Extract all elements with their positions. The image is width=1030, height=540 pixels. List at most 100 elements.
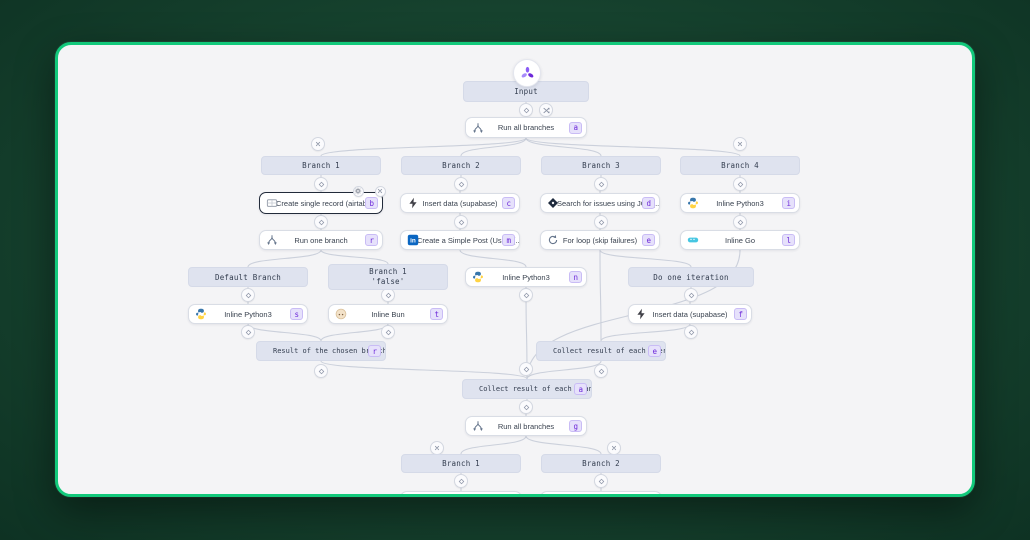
flow-edge xyxy=(525,137,741,157)
insert-step-button[interactable] xyxy=(314,364,328,378)
insert-step-button[interactable] xyxy=(594,177,608,191)
diamond-icon xyxy=(522,291,531,300)
remove-branch-button[interactable] xyxy=(430,441,444,455)
flow-edge xyxy=(460,137,527,157)
node-false-h[interactable]: Branch 1'false' xyxy=(328,264,448,290)
insert-step-button[interactable] xyxy=(519,103,533,117)
node-branch3-h[interactable]: Branch 3 xyxy=(541,156,661,175)
step-id-badge: a xyxy=(574,383,587,395)
node-settings-button[interactable] xyxy=(352,185,364,197)
node-airtable[interactable]: Create single record (airtable)b xyxy=(259,192,383,214)
node-supabase-f[interactable]: Insert data (supabase)f xyxy=(628,304,752,324)
insert-step-button[interactable] xyxy=(381,325,395,339)
remove-branch-button[interactable] xyxy=(607,441,621,455)
diamond-icon xyxy=(522,403,531,412)
svg-text:in: in xyxy=(410,238,416,245)
insert-step-button[interactable] xyxy=(454,215,468,229)
insert-step-button[interactable] xyxy=(381,288,395,302)
insert-step-button[interactable] xyxy=(241,288,255,302)
node-label: Inline Python3 xyxy=(224,309,272,319)
node-stub2[interactable] xyxy=(540,491,662,494)
insert-step-button[interactable] xyxy=(241,325,255,339)
node-stub1[interactable] xyxy=(400,491,522,494)
node-label: Collect result of each iterat xyxy=(553,347,665,355)
node-label: Default Branch xyxy=(214,272,281,282)
node-label: For loop (skip failures) xyxy=(562,235,638,245)
node-run-all-g[interactable]: Run all branches g xyxy=(465,416,587,436)
insert-step-button[interactable] xyxy=(519,288,533,302)
insert-step-button[interactable] xyxy=(684,325,698,339)
diamond-icon xyxy=(522,365,531,374)
flow-edge xyxy=(525,435,602,455)
node-jql[interactable]: Search for issues using JQL (...d xyxy=(540,193,660,213)
insert-step-button[interactable] xyxy=(684,288,698,302)
close-icon xyxy=(376,187,384,195)
insert-step-button[interactable] xyxy=(594,215,608,229)
flow-edge xyxy=(525,137,602,157)
step-id-badge: g xyxy=(569,420,582,432)
windmill-logo xyxy=(520,66,535,81)
node-label: Branch 4 xyxy=(721,161,759,170)
flow-edge xyxy=(320,249,389,265)
dataflow-toggle-button[interactable] xyxy=(539,103,553,117)
diamond-icon xyxy=(736,218,745,227)
node-bbranch1-h[interactable]: Branch 1 xyxy=(401,454,521,473)
supabase-bolt-icon xyxy=(407,197,419,209)
insert-step-button[interactable] xyxy=(733,215,747,229)
diamond-icon xyxy=(597,180,606,189)
insert-step-button[interactable] xyxy=(519,400,533,414)
node-label: Run all branches xyxy=(497,421,555,431)
node-do-one-h[interactable]: Do one iteration xyxy=(628,267,754,287)
step-id-badge: r xyxy=(365,234,378,246)
node-bbranch2-h[interactable]: Branch 2 xyxy=(541,454,661,473)
diamond-icon xyxy=(317,180,326,189)
node-branch1-h[interactable]: Branch 1 xyxy=(261,156,381,175)
insert-step-button[interactable] xyxy=(454,474,468,488)
insert-step-button[interactable] xyxy=(594,474,608,488)
insert-step-button[interactable] xyxy=(594,364,608,378)
python-icon xyxy=(687,197,699,209)
node-branch2-h[interactable]: Branch 2 xyxy=(401,156,521,175)
insert-step-button[interactable] xyxy=(314,177,328,191)
diamond-icon xyxy=(522,106,531,115)
insert-step-button[interactable] xyxy=(454,177,468,191)
node-forloop[interactable]: For loop (skip failures)e xyxy=(540,230,660,250)
diamond-icon xyxy=(687,291,696,300)
node-label: Inline Python3 xyxy=(502,272,550,282)
step-id-badge: f xyxy=(734,308,747,320)
insert-step-button[interactable] xyxy=(519,362,533,376)
jira-icon xyxy=(547,197,559,209)
close-icon xyxy=(610,444,618,452)
diamond-icon xyxy=(597,367,606,376)
remove-branch-button[interactable] xyxy=(733,137,747,151)
node-supabase-c[interactable]: Insert data (supabase)c xyxy=(400,193,520,213)
insert-step-button[interactable] xyxy=(733,177,747,191)
flow-edge xyxy=(247,323,322,342)
flow-edge xyxy=(320,360,528,380)
step-id-badge: l xyxy=(782,234,795,246)
close-icon xyxy=(314,140,322,148)
flow-edge xyxy=(320,323,389,342)
node-label: Branch 1 xyxy=(302,161,340,170)
node-default-h[interactable]: Default Branch xyxy=(188,267,308,287)
remove-branch-button[interactable] xyxy=(311,137,325,151)
step-id-badge: e xyxy=(648,345,661,357)
node-branch4-h[interactable]: Branch 4 xyxy=(680,156,800,175)
insert-step-button[interactable] xyxy=(314,215,328,229)
diamond-icon xyxy=(457,180,466,189)
diamond-icon xyxy=(244,291,253,300)
node-delete-button[interactable] xyxy=(374,185,386,197)
